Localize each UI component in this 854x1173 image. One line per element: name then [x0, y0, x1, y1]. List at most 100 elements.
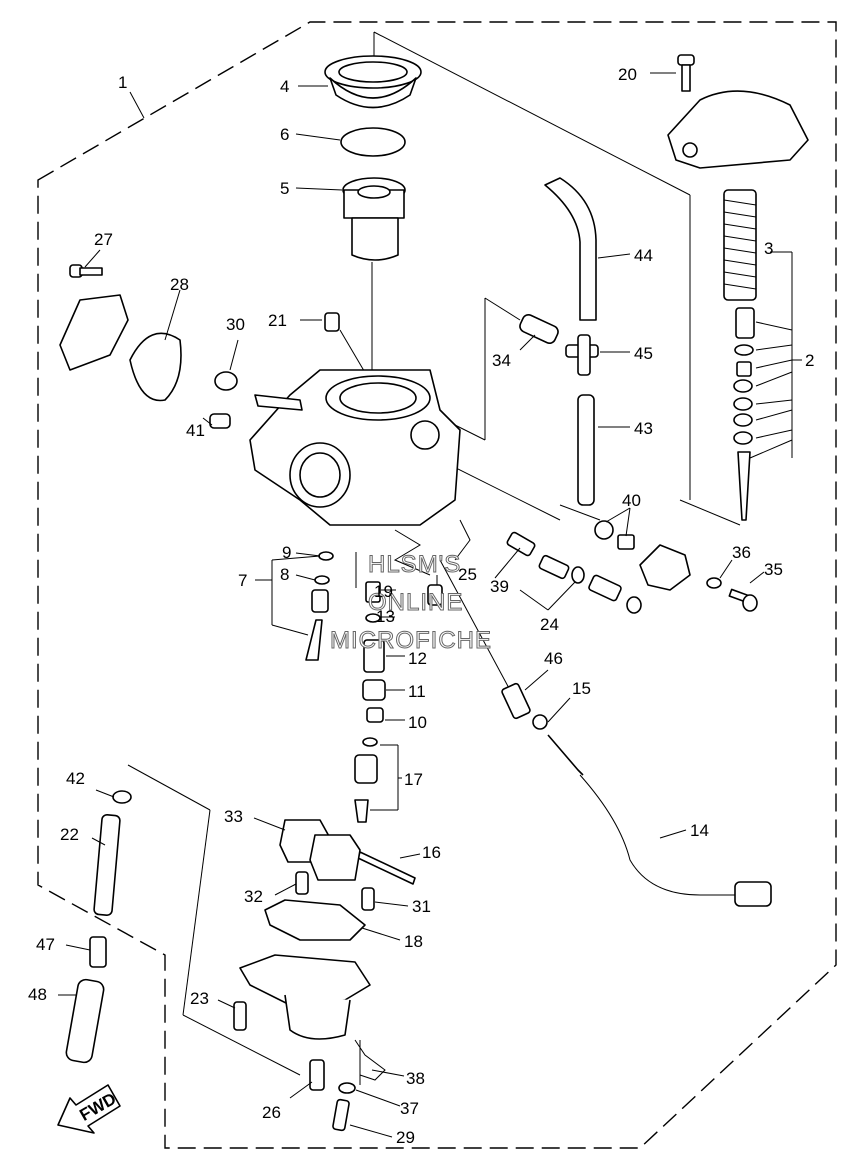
part-39-pilot-screw [506, 531, 536, 557]
part-48-tube [65, 978, 105, 1064]
part-15-washer [532, 714, 548, 730]
callout-4: 4 [280, 77, 289, 96]
part-27-screw [69, 264, 103, 278]
part-32-screw [295, 871, 309, 895]
part-18-gasket [264, 899, 366, 941]
part-14-cable [547, 734, 772, 907]
callout-28: 28 [170, 275, 189, 294]
watermark: HLSM'S ONLINE MICROFICHE [330, 551, 492, 655]
part-26-drain-screw [309, 1059, 325, 1091]
callout-40: 40 [622, 491, 641, 510]
callout-35: 35 [764, 560, 783, 579]
part-19-jet [365, 581, 381, 603]
part-6-o-ring [340, 127, 406, 157]
callout-15: 15 [572, 679, 591, 698]
callout-10: 10 [408, 713, 427, 732]
callout-25: 25 [458, 565, 477, 584]
callout-26: 26 [262, 1103, 281, 1122]
callout-16: 16 [422, 843, 441, 862]
callout-31: 31 [412, 897, 431, 916]
part-mixture-screw [588, 574, 642, 614]
callout-17: 17 [404, 770, 423, 789]
part-29-screw [332, 1098, 350, 1132]
part-7-spring [311, 589, 329, 613]
callout-21: 21 [268, 311, 287, 330]
callout-1: 1 [118, 73, 127, 92]
callout-33: 33 [224, 807, 243, 826]
part-42-clamp [112, 790, 132, 804]
callout-5: 5 [280, 179, 289, 198]
callout-38: 38 [406, 1069, 425, 1088]
callout-8: 8 [280, 565, 289, 584]
callout-44: 44 [634, 246, 653, 265]
callout-42: 42 [66, 769, 85, 788]
part-22-tube [93, 814, 121, 916]
part-7-screw [305, 619, 323, 661]
part-34-sleeve [519, 313, 559, 345]
callout-2: 2 [805, 351, 814, 370]
callout-6: 6 [280, 125, 289, 144]
part-23-screw [233, 1001, 247, 1031]
part-24-o-ring [571, 566, 585, 584]
callout-12: 12 [408, 649, 427, 668]
part-30-nut [214, 371, 238, 391]
callout-20: 20 [618, 65, 637, 84]
part-top-cover [667, 90, 809, 169]
callout-29: 29 [396, 1128, 415, 1147]
part-float-bowl [239, 954, 371, 1040]
part-44-hose [544, 177, 597, 321]
callout-22: 22 [60, 825, 79, 844]
callout-32: 32 [244, 887, 263, 906]
part-36-washer [706, 577, 722, 589]
callout-7: 7 [238, 571, 247, 590]
callout-9: 9 [282, 543, 291, 562]
callout-41: 41 [186, 421, 205, 440]
part-38-clip [354, 1039, 386, 1081]
part-throttle-cap [639, 544, 691, 591]
part-10-main-jet [366, 707, 384, 723]
part-11-holder [362, 679, 386, 701]
callout-43: 43 [634, 419, 653, 438]
part-41-bushing [209, 413, 231, 429]
callout-30: 30 [226, 315, 245, 334]
part-4-diaphragm-cap [324, 55, 422, 109]
part-12-needle-jet [363, 639, 385, 673]
part-9-o-ring [318, 551, 334, 561]
part-46-spring [501, 682, 531, 720]
part-13-o-ring [365, 613, 381, 623]
part-25-jet [427, 584, 443, 606]
part-28-gasket [129, 332, 182, 402]
callout-24: 24 [540, 615, 559, 634]
part-2-jet-needle-set [733, 307, 755, 521]
callout-34: 34 [492, 351, 511, 370]
part-37-washer [338, 1082, 356, 1094]
callout-labels: 1 2 3 4 5 6 7 8 9 10 11 12 1 [28, 65, 814, 1147]
callout-14: 14 [690, 821, 709, 840]
part-20-screw [677, 54, 695, 92]
part-40-screw-spring [594, 520, 635, 550]
part-33-float [279, 819, 361, 881]
part-43-tube [577, 394, 595, 506]
part-spring-small [538, 554, 570, 580]
callout-46: 46 [544, 649, 563, 668]
callout-45: 45 [634, 344, 653, 363]
svg-text:MICROFICHE: MICROFICHE [330, 627, 492, 654]
callout-13: 13 [376, 607, 395, 626]
part-flange-plate [59, 294, 129, 371]
part-8-washer [314, 575, 330, 585]
callout-19: 19 [374, 582, 393, 601]
part-35-screw [728, 588, 758, 612]
callout-36: 36 [732, 543, 751, 562]
part-31-screw [361, 887, 375, 911]
svg-text:ONLINE: ONLINE [368, 589, 463, 616]
callout-11: 11 [408, 682, 426, 701]
callout-39: 39 [490, 577, 509, 596]
callout-3: 3 [764, 239, 773, 258]
svg-text:HLSM'S: HLSM'S [368, 551, 461, 578]
part-3-spring [723, 189, 757, 301]
part-21-plug [324, 312, 340, 332]
callout-48: 48 [28, 985, 47, 1004]
part-47-joint [89, 936, 107, 968]
assembly-boundary [37, 21, 837, 1149]
